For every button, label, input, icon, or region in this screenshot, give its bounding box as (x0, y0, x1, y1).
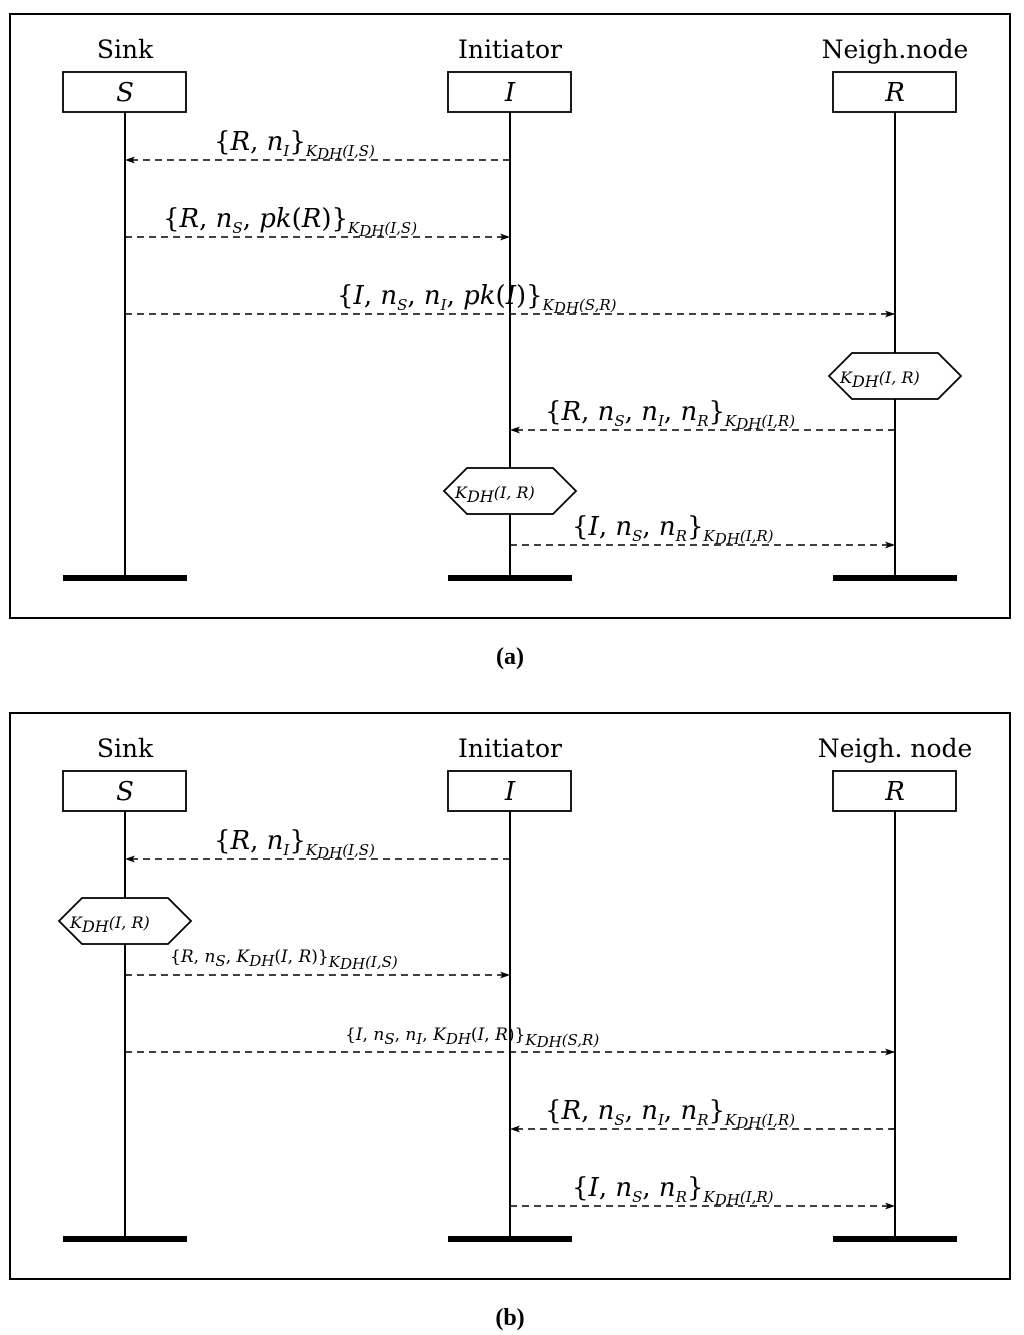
panel-a-caption: (a) (496, 644, 524, 670)
message-label: {R, nI}KDH(I,S) (214, 127, 375, 163)
participant-role-sink: Sink (97, 35, 154, 64)
key-computation-hexagon (57, 897, 193, 945)
message-label: {I, nS, nR}KDH(I,R) (572, 512, 774, 548)
message-label: {I, nS, nI, KDH(I, R)}KDH(S,R) (345, 1025, 599, 1051)
panel-b: Sink Initiator Neigh. node S I R {R, nI}… (9, 712, 1011, 1331)
participant-role-neighbor: Neigh.node (822, 35, 969, 64)
hexagon-label: KDH(I, R) (69, 913, 150, 936)
message-label: {I, nS, nI, pk(I)}KDH(S,R) (337, 281, 617, 317)
participant-symbol-i: I (504, 777, 516, 807)
participant-box-r (832, 770, 957, 812)
participant-role-sink: Sink (97, 734, 154, 763)
participant-role-initiator: Initiator (458, 35, 562, 64)
message-label: {R, nS, KDH(I, R)}KDH(I,S) (170, 947, 398, 973)
participant-symbol-r: R (884, 78, 905, 108)
participant-symbol-r: R (884, 777, 905, 807)
hexagon-label: KDH(I, R) (454, 483, 535, 506)
message-label: {I, nS, nR}KDH(I,R) (572, 1173, 774, 1209)
participant-symbol-s: S (116, 777, 134, 807)
message-label: {R, nS, nI, nR}KDH(I,R) (545, 1096, 795, 1132)
participant-box-i (447, 770, 572, 812)
panel-a-frame (9, 13, 1011, 619)
participant-role-neighbor: Neigh. node (818, 734, 973, 763)
panel-a: Sink Initiator Neigh.node S I R {R, nI}K… (9, 13, 1011, 670)
key-computation-hexagon (827, 352, 963, 400)
participant-symbol-s: S (116, 78, 134, 108)
participant-box-r (832, 71, 957, 113)
panel-b-caption: (b) (495, 1305, 524, 1331)
key-computation-hexagon (442, 467, 578, 515)
panel-b-frame (9, 712, 1011, 1280)
hexagon-label: KDH(I, R) (839, 368, 920, 391)
participant-role-initiator: Initiator (458, 734, 562, 763)
participant-symbol-i: I (504, 78, 516, 108)
message-label: {R, nI}KDH(I,S) (214, 826, 375, 862)
message-label: {R, nS, nI, nR}KDH(I,R) (545, 397, 795, 433)
message-label: {R, nS, pk(R)}KDH(I,S) (163, 204, 417, 240)
